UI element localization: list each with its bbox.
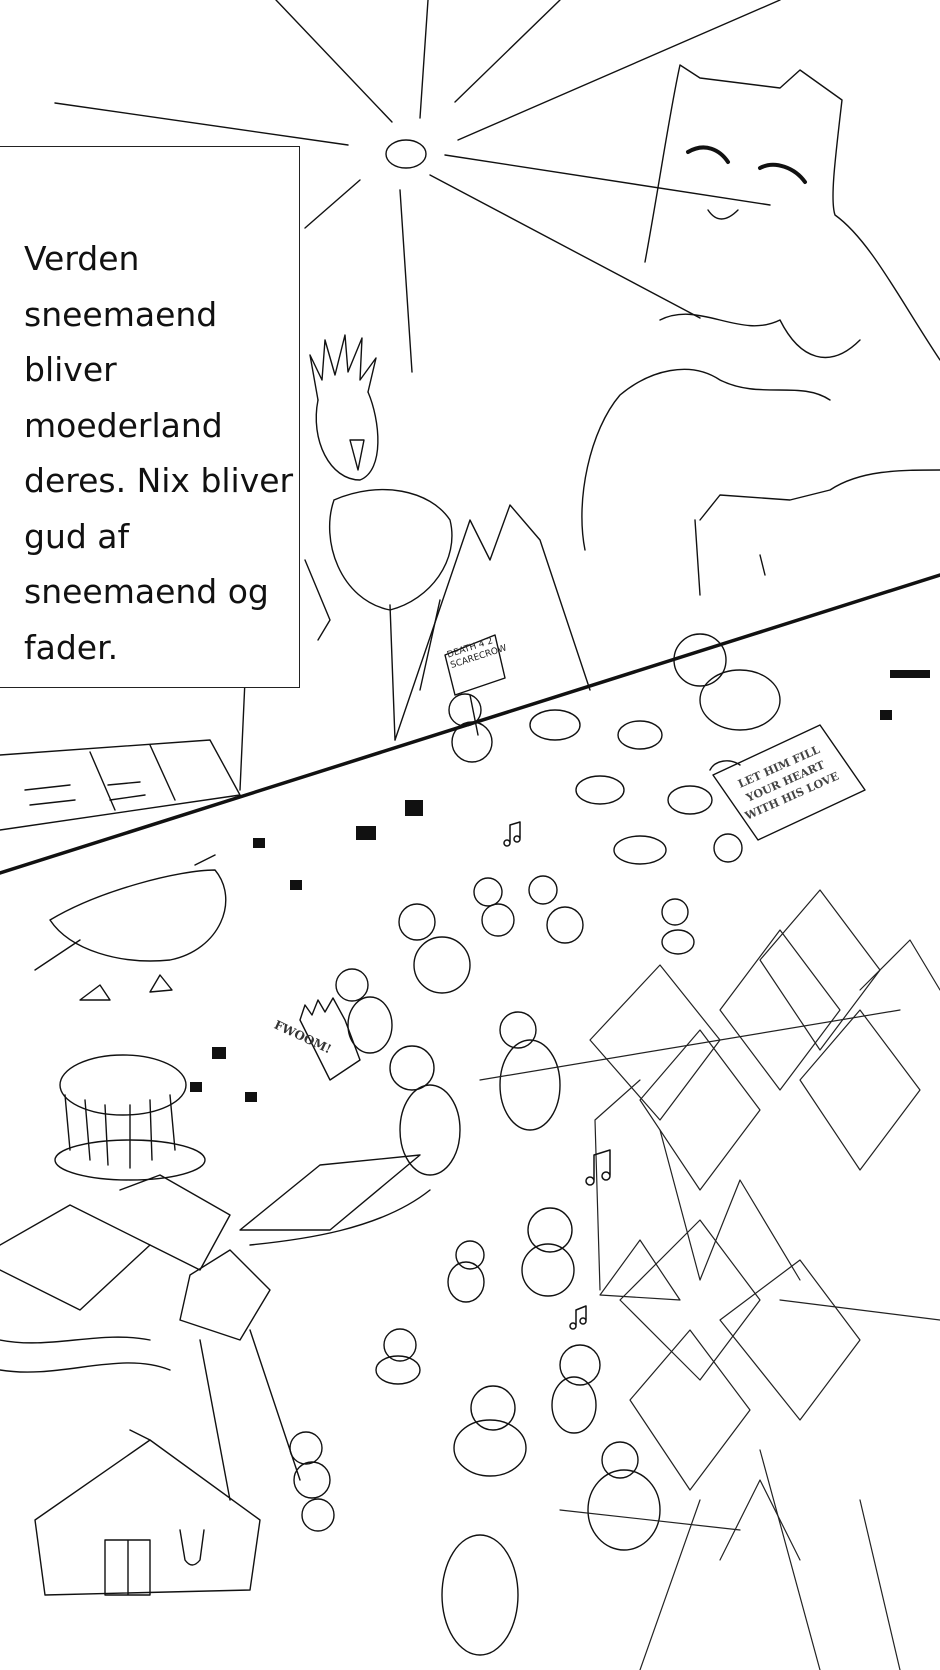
cockatoo-figure	[304, 334, 591, 741]
fire-burst	[299, 997, 361, 1081]
horizon-line	[0, 573, 940, 875]
music-notes	[503, 821, 611, 1330]
caption-line: sneemaend	[24, 294, 218, 334]
crystal-formation	[479, 889, 940, 1670]
caption-line: sneemaend og	[24, 572, 269, 611]
protest-sign-board	[444, 634, 506, 736]
caption-box: Verden sneemaend bliver moederland deres…	[0, 146, 300, 688]
caption-line: fader.	[24, 627, 119, 667]
building-left	[0, 679, 246, 831]
caption-line: bliver	[24, 350, 117, 389]
tent	[34, 1429, 261, 1596]
wire-structure	[0, 1154, 431, 1501]
caption-line: gud af	[24, 516, 130, 556]
sun-icon	[54, 0, 781, 373]
crowd-figures	[289, 633, 781, 1656]
caption-line: Verden	[24, 239, 140, 278]
top-hat-figures	[190, 670, 930, 1102]
giant-cat-figure	[581, 64, 940, 596]
carousel	[54, 1054, 206, 1181]
caption-line: moederland	[24, 405, 223, 445]
banner-board	[709, 724, 866, 841]
fish-flag	[34, 854, 227, 1001]
caption-line: deres. Nix bliver	[24, 461, 294, 500]
